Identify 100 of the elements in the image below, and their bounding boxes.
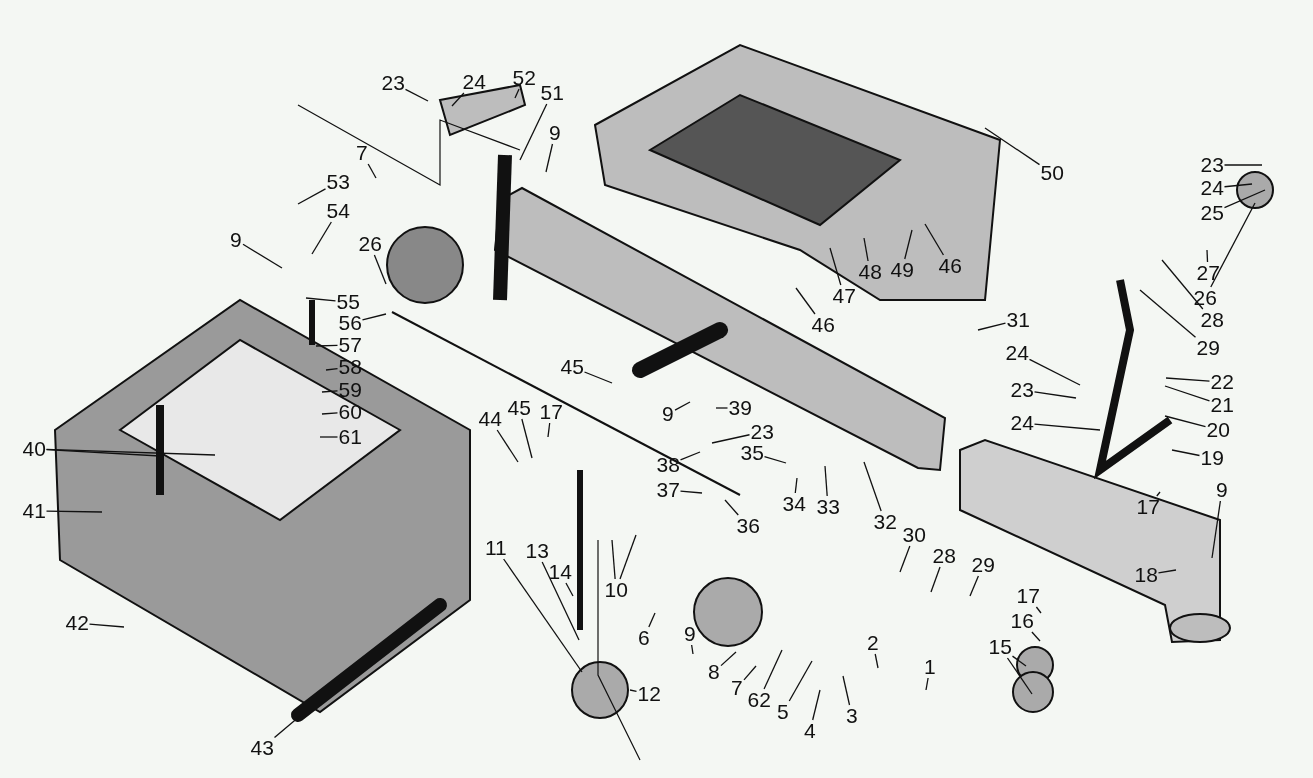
leader-line <box>565 582 574 597</box>
leader-line <box>1223 189 1266 209</box>
leader-line <box>1033 423 1101 431</box>
callout-number: 12 <box>636 683 662 705</box>
leader-line <box>969 575 980 597</box>
callout-number: 9 <box>1215 479 1229 501</box>
leader-line <box>514 88 520 99</box>
leader-line <box>842 675 851 706</box>
leader-line <box>496 429 519 463</box>
leader-line <box>629 689 638 692</box>
leader-line <box>925 677 929 691</box>
leader-line <box>1031 631 1041 642</box>
leader-line <box>297 188 327 205</box>
leader-line <box>674 401 691 411</box>
callout-number: 1 <box>923 656 937 678</box>
callout-number: 46 <box>810 314 836 336</box>
callout-number: 14 <box>547 561 573 583</box>
leader-line <box>1139 289 1197 338</box>
callout-number: 22 <box>1209 371 1235 393</box>
leader-line <box>45 448 216 456</box>
leader-line <box>874 653 879 669</box>
callout-number: 59 <box>337 379 363 401</box>
leader-line <box>1028 358 1081 386</box>
leader-line <box>321 390 339 393</box>
leader-line <box>503 558 583 673</box>
leader-line <box>319 436 339 438</box>
leader-line <box>311 221 332 255</box>
callout-number: 7 <box>730 677 744 699</box>
callout-number: 28 <box>931 545 957 567</box>
callout-number: 11 <box>484 537 508 559</box>
leader-line <box>924 223 945 256</box>
callout-number: 23 <box>749 421 775 443</box>
leader-line <box>1210 202 1256 288</box>
callout-number: 54 <box>325 200 351 222</box>
callout-number: 28 <box>1199 309 1225 331</box>
callout-number: 47 <box>831 285 857 307</box>
leader-line <box>611 539 616 580</box>
leader-line <box>315 344 339 347</box>
leader-line <box>367 163 377 179</box>
callout-number: 53 <box>325 171 351 193</box>
callout-number: 4 <box>803 720 817 742</box>
callout-number: 9 <box>548 122 562 144</box>
leader-line <box>899 545 911 573</box>
callout-number: 34 <box>781 493 807 515</box>
callout-number: 51 <box>539 82 565 104</box>
leader-line <box>812 689 821 721</box>
callout-number: 13 <box>524 540 550 562</box>
callout-number: 52 <box>511 67 537 89</box>
leader-line <box>788 660 813 702</box>
callout-number: 25 <box>1199 202 1225 224</box>
callout-number: 37 <box>655 479 681 501</box>
callout-number: 20 <box>1205 419 1231 441</box>
callout-number: 23 <box>380 72 406 94</box>
leader-line <box>451 92 465 107</box>
leader-line <box>404 88 429 102</box>
leader-line <box>521 418 533 459</box>
callout-number: 2 <box>866 632 880 654</box>
callout-number: 55 <box>335 291 361 313</box>
leader-line <box>373 254 387 285</box>
leader-line <box>321 412 339 415</box>
leader-line <box>305 297 337 302</box>
callout-number: 24 <box>1004 342 1030 364</box>
callout-number: 10 <box>603 579 629 601</box>
leader-line <box>984 127 1041 166</box>
callout-number: 43 <box>249 737 275 759</box>
leader-line <box>1006 657 1033 695</box>
leader-line <box>930 566 941 593</box>
callout-number: 26 <box>357 233 383 255</box>
callout-number: 27 <box>1195 262 1221 284</box>
callout-number: 9 <box>661 403 675 425</box>
leader-line <box>1035 606 1042 614</box>
callout-number: 45 <box>559 356 585 378</box>
leader-line <box>1165 377 1211 382</box>
leader-line <box>519 103 548 161</box>
leader-line <box>1033 391 1077 399</box>
callout-number: 48 <box>857 261 883 283</box>
callout-number: 18 <box>1133 564 1159 586</box>
callout-number: 31 <box>1005 309 1031 331</box>
leader-line <box>863 237 869 262</box>
leader-line <box>724 499 739 516</box>
leader-line <box>679 490 703 494</box>
callout-number: 35 <box>739 442 765 464</box>
leader-line <box>1161 259 1204 310</box>
leader-line <box>361 313 387 321</box>
leader-line <box>325 367 339 371</box>
callout-number: 50 <box>1039 162 1065 184</box>
callout-number: 9 <box>683 623 697 645</box>
leader-line <box>1206 249 1209 263</box>
callout-number: 24 <box>461 71 487 93</box>
callout-number: 30 <box>901 524 927 546</box>
leader-line <box>541 561 580 641</box>
leader-line <box>977 322 1007 331</box>
leader-line <box>763 456 787 464</box>
callout-number: 61 <box>337 426 363 448</box>
leader-line <box>45 510 103 513</box>
callout-number: 38 <box>655 454 681 476</box>
callout-number: 23 <box>1199 154 1225 176</box>
leader-line <box>583 371 613 384</box>
callout-number: 33 <box>815 496 841 518</box>
callout-number: 60 <box>337 401 363 423</box>
